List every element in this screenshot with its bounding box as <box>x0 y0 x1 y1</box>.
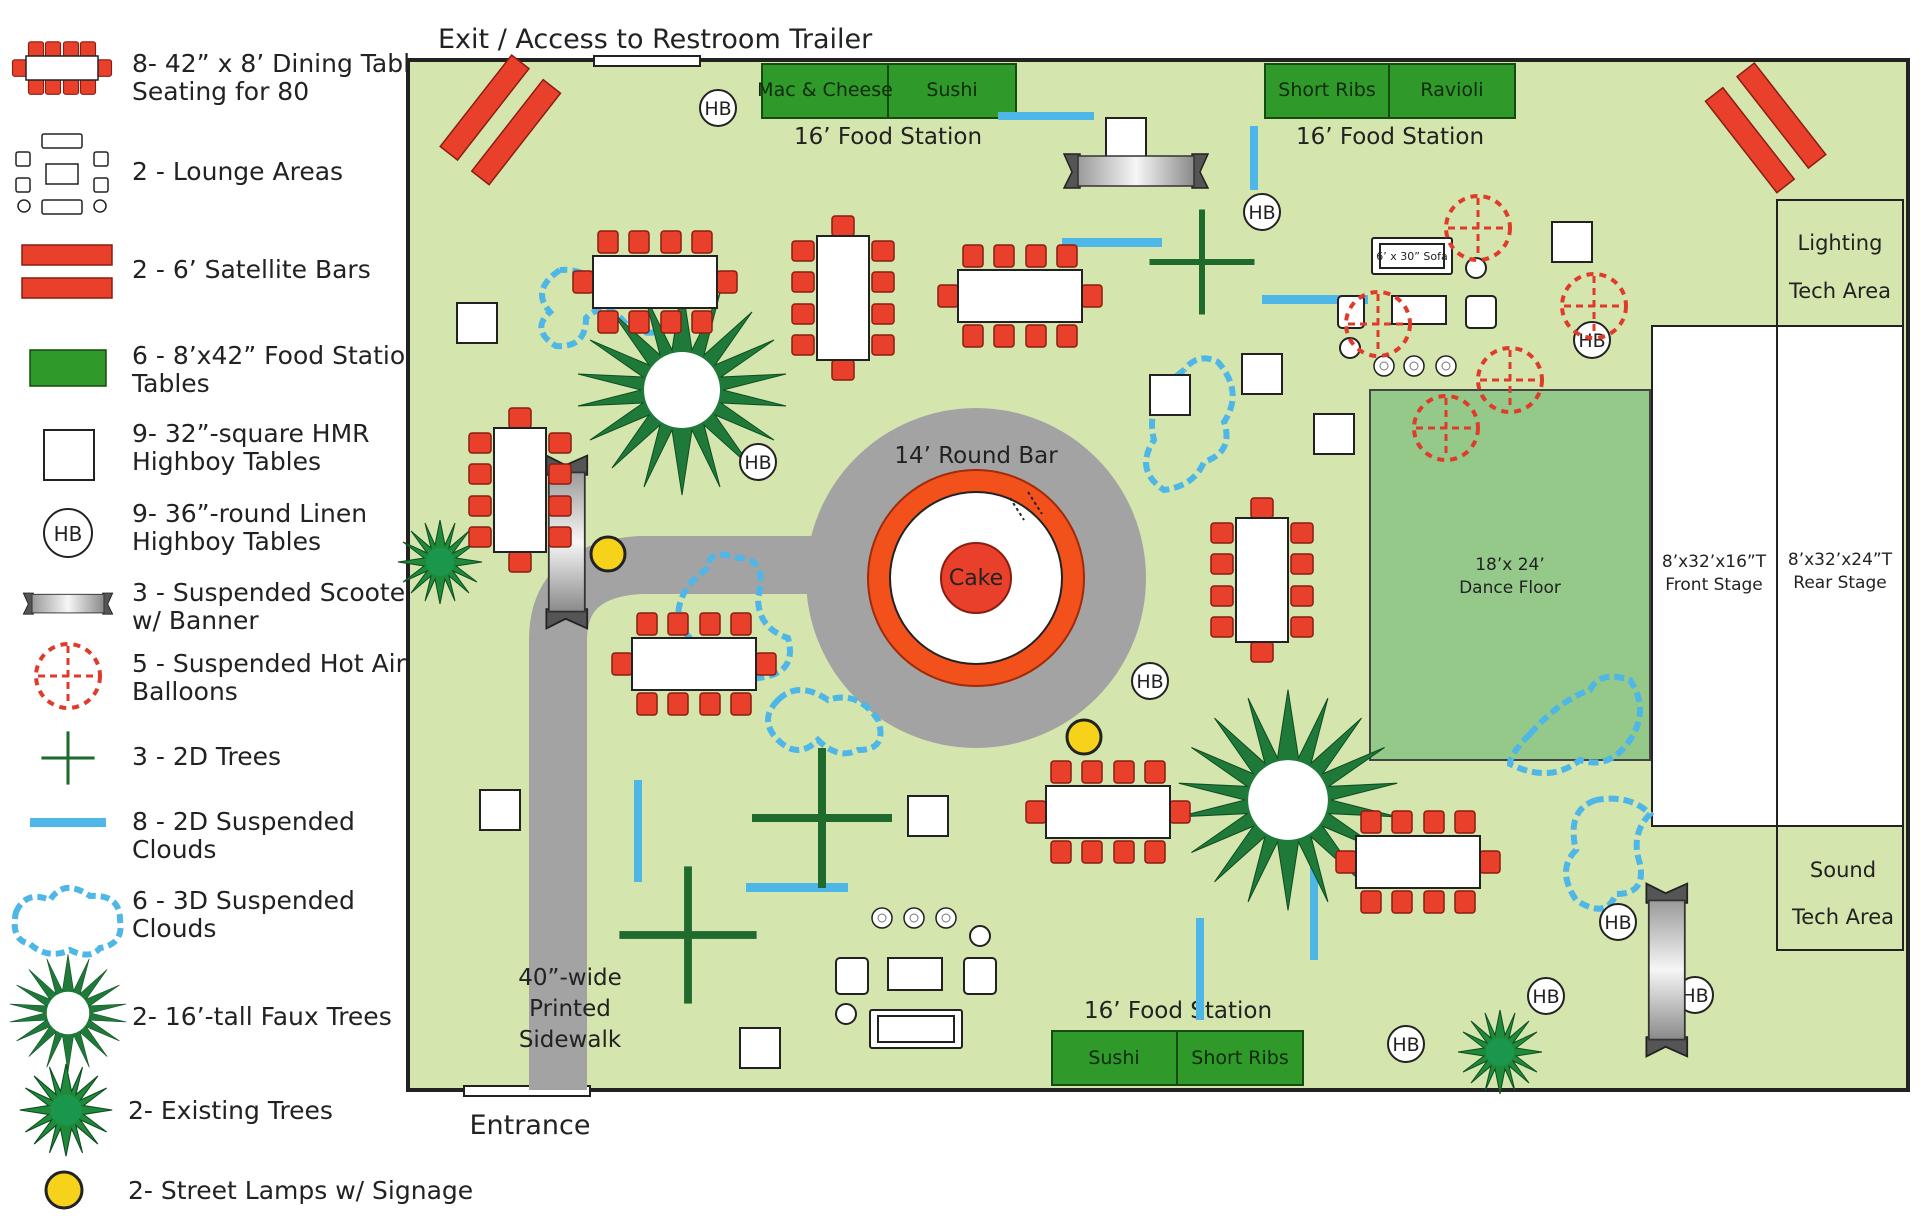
sofa-label: 6’ x 30” Sofa <box>1376 250 1448 263</box>
legend-faux-trees: 2- 16’-tall Faux Trees <box>132 1002 392 1031</box>
food-station-top-left: Mac & Cheese Sushi 16’ Food Station <box>757 63 1017 150</box>
svg-text:HB: HB <box>1578 330 1605 352</box>
dining-table-2 <box>937 244 1103 348</box>
sound-label-2: Tech Area <box>1791 905 1894 929</box>
svg-text:HB: HB <box>704 98 731 120</box>
scooter-banner-right <box>1645 882 1689 1058</box>
lighting-tech-area <box>1776 199 1904 327</box>
front-stage-label-1: 8’x32’x16”T <box>1662 552 1767 572</box>
sidewalk-label-3: Sidewalk <box>519 1027 622 1053</box>
food-station-label-top-left: 16’ Food Station <box>794 124 982 150</box>
sidewalk-label-2: Printed <box>529 996 611 1022</box>
svg-text:HB: HB <box>1604 912 1631 934</box>
round-bar-label: 14’ Round Bar <box>894 443 1058 469</box>
legend-street-lamps: 2- Street Lamps w/ Signage <box>128 1176 474 1205</box>
exit-door <box>593 55 701 67</box>
event-area: Exit / Access to Restroom Trailer Entran… <box>397 24 1910 1141</box>
svg-text:HB: HB <box>744 452 771 474</box>
street-lamp-right <box>1065 718 1103 756</box>
satellite-bar-right <box>1704 62 1827 194</box>
lounge-area-bottom <box>835 907 997 1049</box>
food-station-top-right: Short Ribs Ravioli 16’ Food Station <box>1264 63 1516 150</box>
dining-table-3 <box>611 612 777 716</box>
food-label-short-ribs-top: Short Ribs <box>1278 79 1375 101</box>
dining-table-1 <box>572 230 738 334</box>
round-highboys: HB HB HB HB HB HB HB HB HB <box>699 89 1714 1063</box>
entrance-label: Entrance <box>470 1110 591 1141</box>
cake-table <box>940 542 1012 614</box>
svg-text:HB: HB <box>1532 986 1559 1008</box>
street-lamp-left <box>589 535 627 573</box>
exit-label: Exit / Access to Restroom Trailer <box>438 24 873 55</box>
legend-hb-label: HB <box>54 522 83 546</box>
dining-tables <box>468 215 1501 914</box>
sound-label-1: Sound <box>1810 858 1876 882</box>
dance-floor-label-2: Dance Floor <box>1459 578 1561 598</box>
dining-table-5 <box>1335 810 1501 914</box>
food-label-sushi-bottom: Sushi <box>1088 1047 1139 1069</box>
dining-table-7 <box>468 407 572 573</box>
legend-icons: HB <box>9 41 127 1210</box>
rear-stage <box>1776 325 1904 827</box>
svg-text:HB: HB <box>1681 985 1708 1007</box>
food-station-label-bottom: 16’ Food Station <box>1084 998 1272 1024</box>
legend-2d-trees: 3 - 2D Trees <box>132 742 282 771</box>
entrance-door <box>463 1085 591 1097</box>
sidewalk-label-1: 40”-wide <box>518 965 621 991</box>
food-station-label-top-right: 16’ Food Station <box>1296 124 1484 150</box>
rear-stage-label-1: 8’x32’x24”T <box>1788 550 1893 570</box>
lighting-label-2: Tech Area <box>1788 279 1891 303</box>
sound-tech-area <box>1776 825 1904 951</box>
food-station-bottom: Sushi Short Ribs 16’ Food Station <box>1051 998 1304 1086</box>
dining-table-8 <box>1210 497 1314 663</box>
front-stage-label-2: Front Stage <box>1665 575 1763 595</box>
square-highboys <box>456 117 1593 1069</box>
satellite-bar-left <box>439 54 562 186</box>
svg-text:HB: HB <box>1248 202 1275 224</box>
lighting-label-1: Lighting <box>1798 231 1883 255</box>
dining-table-6 <box>791 215 895 381</box>
legend-lounge-areas: 2 - Lounge Areas <box>132 157 344 186</box>
svg-text:HB: HB <box>1136 671 1163 693</box>
dance-floor <box>1369 389 1651 761</box>
2d-clouds <box>634 112 1368 1020</box>
food-label-mac-cheese: Mac & Cheese <box>757 79 893 101</box>
legend-existing-trees: 2- Existing Trees <box>128 1096 333 1125</box>
legend-satellite-bars: 2 - 6’ Satellite Bars <box>132 255 371 284</box>
scooter-banner-top <box>1063 153 1209 189</box>
rear-stage-label-2: Rear Stage <box>1793 573 1886 593</box>
food-label-short-ribs-bottom: Short Ribs <box>1191 1047 1288 1069</box>
cake-label: Cake <box>949 566 1003 591</box>
dining-table-4 <box>1025 760 1191 864</box>
svg-text:HB: HB <box>1392 1034 1419 1056</box>
dance-floor-label-1: 18’x 24’ <box>1475 555 1545 575</box>
food-label-ravioli: Ravioli <box>1420 79 1483 101</box>
front-stage <box>1651 325 1778 827</box>
food-label-sushi-top: Sushi <box>926 79 977 101</box>
